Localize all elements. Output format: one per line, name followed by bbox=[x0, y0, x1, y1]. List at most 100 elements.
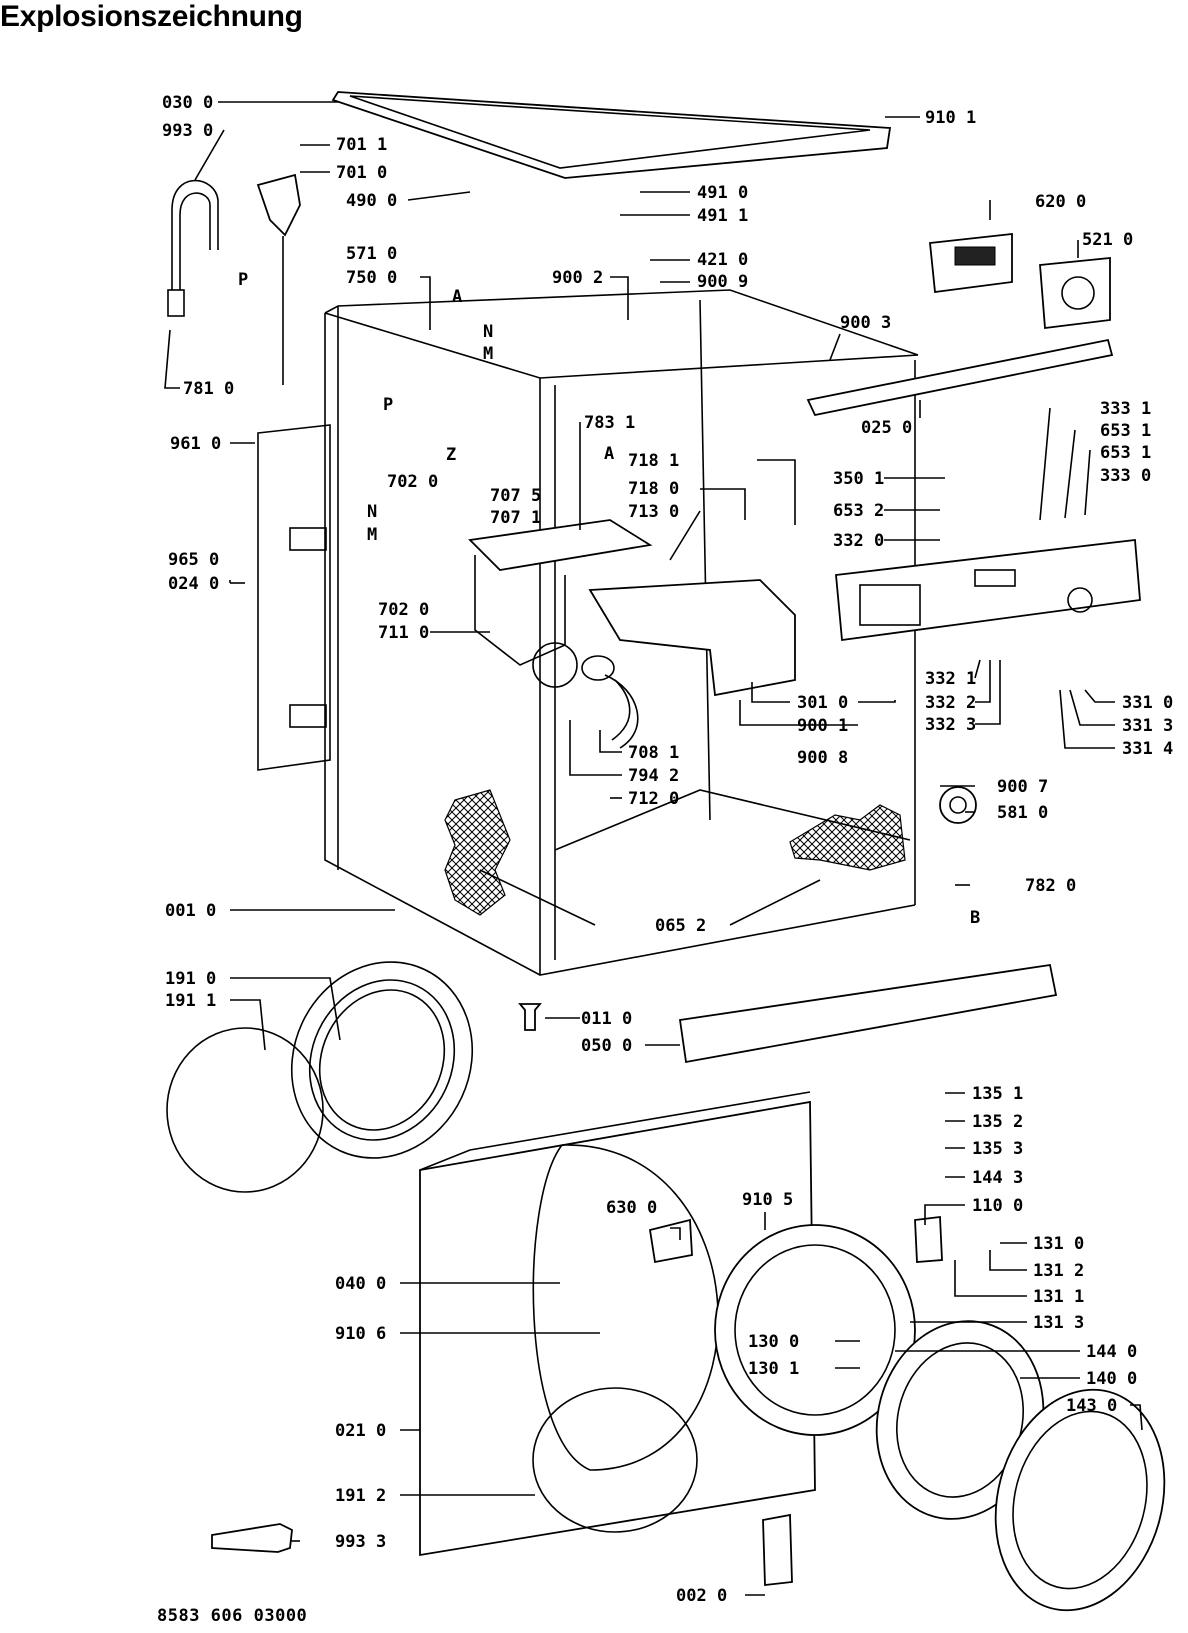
part-label: 011 0 bbox=[581, 1009, 632, 1029]
marker-a: A bbox=[452, 287, 462, 307]
part-label: 783 1 bbox=[584, 413, 635, 433]
front-panel bbox=[419, 1091, 816, 1557]
part-label: 781 0 bbox=[183, 379, 234, 399]
part-label: 050 0 bbox=[581, 1036, 632, 1056]
part-label: 718 0 bbox=[628, 479, 679, 499]
part-label: 024 0 bbox=[168, 574, 219, 594]
part-label: 350 1 bbox=[833, 469, 884, 489]
part-label: 131 2 bbox=[1033, 1261, 1084, 1281]
marker-m: M bbox=[367, 525, 377, 545]
marker-p: P bbox=[383, 395, 393, 415]
page-title: Explosionszeichnung bbox=[0, 0, 303, 33]
part-label: 332 3 bbox=[925, 715, 976, 735]
seal-disc bbox=[166, 1027, 324, 1193]
pressure-switch bbox=[939, 786, 977, 824]
part-label: 130 0 bbox=[748, 1332, 799, 1352]
part-label: 702 0 bbox=[387, 472, 438, 492]
part-label: 040 0 bbox=[335, 1274, 386, 1294]
control-panel-fascia bbox=[835, 538, 1141, 642]
part-label: 331 4 bbox=[1122, 739, 1173, 759]
part-label: 701 0 bbox=[336, 163, 387, 183]
part-label: 191 2 bbox=[335, 1486, 386, 1506]
base-strip bbox=[678, 963, 1058, 1064]
part-label: 021 0 bbox=[335, 1421, 386, 1441]
part-label: 910 6 bbox=[335, 1324, 386, 1344]
part-label: 701 1 bbox=[336, 135, 387, 155]
part-label: 025 0 bbox=[861, 418, 912, 438]
part-label: 702 0 bbox=[378, 600, 429, 620]
part-label: 332 1 bbox=[925, 669, 976, 689]
part-label: 333 1 bbox=[1100, 399, 1151, 419]
part-label: 065 2 bbox=[655, 916, 706, 936]
water-inlet-hose bbox=[167, 179, 219, 317]
part-label: 961 0 bbox=[170, 434, 221, 454]
part-label: 491 1 bbox=[697, 206, 748, 226]
part-label: 712 0 bbox=[628, 789, 679, 809]
part-label: 301 0 bbox=[797, 693, 848, 713]
part-label: 491 0 bbox=[697, 183, 748, 203]
letter-markers: A A N M N M P P Z B bbox=[238, 270, 980, 928]
marker-a: A bbox=[604, 444, 614, 464]
part-label: 653 1 bbox=[1100, 421, 1151, 441]
part-label: 333 0 bbox=[1100, 466, 1151, 486]
part-label: 332 2 bbox=[925, 693, 976, 713]
door-lock bbox=[914, 1215, 943, 1263]
part-label: 144 3 bbox=[972, 1168, 1023, 1188]
part-label: 490 0 bbox=[346, 191, 397, 211]
service-cover bbox=[762, 1513, 793, 1587]
programme-module bbox=[1039, 257, 1111, 330]
marker-n: N bbox=[483, 322, 493, 342]
part-label: 900 2 bbox=[552, 268, 603, 288]
part-label: 191 0 bbox=[165, 969, 216, 989]
document-code: 8583 606 03000 bbox=[157, 1606, 308, 1626]
part-label: 965 0 bbox=[168, 550, 219, 570]
spanner-tool bbox=[211, 1523, 293, 1553]
part-label: 900 8 bbox=[797, 748, 848, 768]
control-electronics-board bbox=[929, 232, 1013, 294]
leader-lines bbox=[164, 101, 1143, 1596]
worktop-lid bbox=[331, 91, 892, 179]
drain-hose-outlet bbox=[256, 173, 301, 385]
door-hinge bbox=[648, 1218, 693, 1264]
part-label: 993 0 bbox=[162, 121, 213, 141]
part-label: 708 1 bbox=[628, 743, 679, 763]
cross-rail bbox=[806, 338, 1114, 417]
door-seal-bellow bbox=[290, 961, 474, 1159]
part-label: 713 0 bbox=[628, 502, 679, 522]
part-label: 332 0 bbox=[833, 531, 884, 551]
part-label: 143 0 bbox=[1066, 1396, 1117, 1416]
part-label: 900 7 bbox=[997, 777, 1048, 797]
part-label: 581 0 bbox=[997, 803, 1048, 823]
cabinet-frame bbox=[324, 289, 919, 976]
part-label: 711 0 bbox=[378, 623, 429, 643]
marker-z: Z bbox=[446, 445, 456, 465]
part-label: 130 1 bbox=[748, 1359, 799, 1379]
part-label: 910 5 bbox=[742, 1190, 793, 1210]
part-label: 750 0 bbox=[346, 268, 397, 288]
part-label: 993 3 bbox=[335, 1532, 386, 1552]
seal-clamp-ring bbox=[532, 1387, 698, 1533]
marker-p: P bbox=[238, 270, 248, 290]
part-label: 630 0 bbox=[606, 1198, 657, 1218]
marker-b: B bbox=[970, 908, 980, 928]
marker-n: N bbox=[367, 502, 377, 522]
part-label: 331 3 bbox=[1122, 716, 1173, 736]
detergent-dispenser bbox=[468, 519, 796, 697]
door-outer-ring bbox=[994, 1388, 1166, 1612]
part-label: 144 0 bbox=[1086, 1342, 1137, 1362]
rear-panel bbox=[257, 424, 331, 771]
part-label: 135 2 bbox=[972, 1112, 1023, 1132]
part-label: 140 0 bbox=[1086, 1369, 1137, 1389]
part-label: 900 3 bbox=[840, 313, 891, 333]
part-label: 131 1 bbox=[1033, 1287, 1084, 1307]
part-label: 331 0 bbox=[1122, 693, 1173, 713]
part-label: 131 0 bbox=[1033, 1234, 1084, 1254]
part-label: 131 3 bbox=[1033, 1313, 1084, 1333]
part-label: 001 0 bbox=[165, 901, 216, 921]
part-labels: 030 0 993 0 701 1 701 0 490 0 491 0 491 … bbox=[162, 93, 1173, 1606]
part-label: 110 0 bbox=[972, 1196, 1023, 1216]
part-label: 135 1 bbox=[972, 1084, 1023, 1104]
part-label: 718 1 bbox=[628, 451, 679, 471]
part-label: 910 1 bbox=[925, 108, 976, 128]
part-label: 794 2 bbox=[628, 766, 679, 786]
